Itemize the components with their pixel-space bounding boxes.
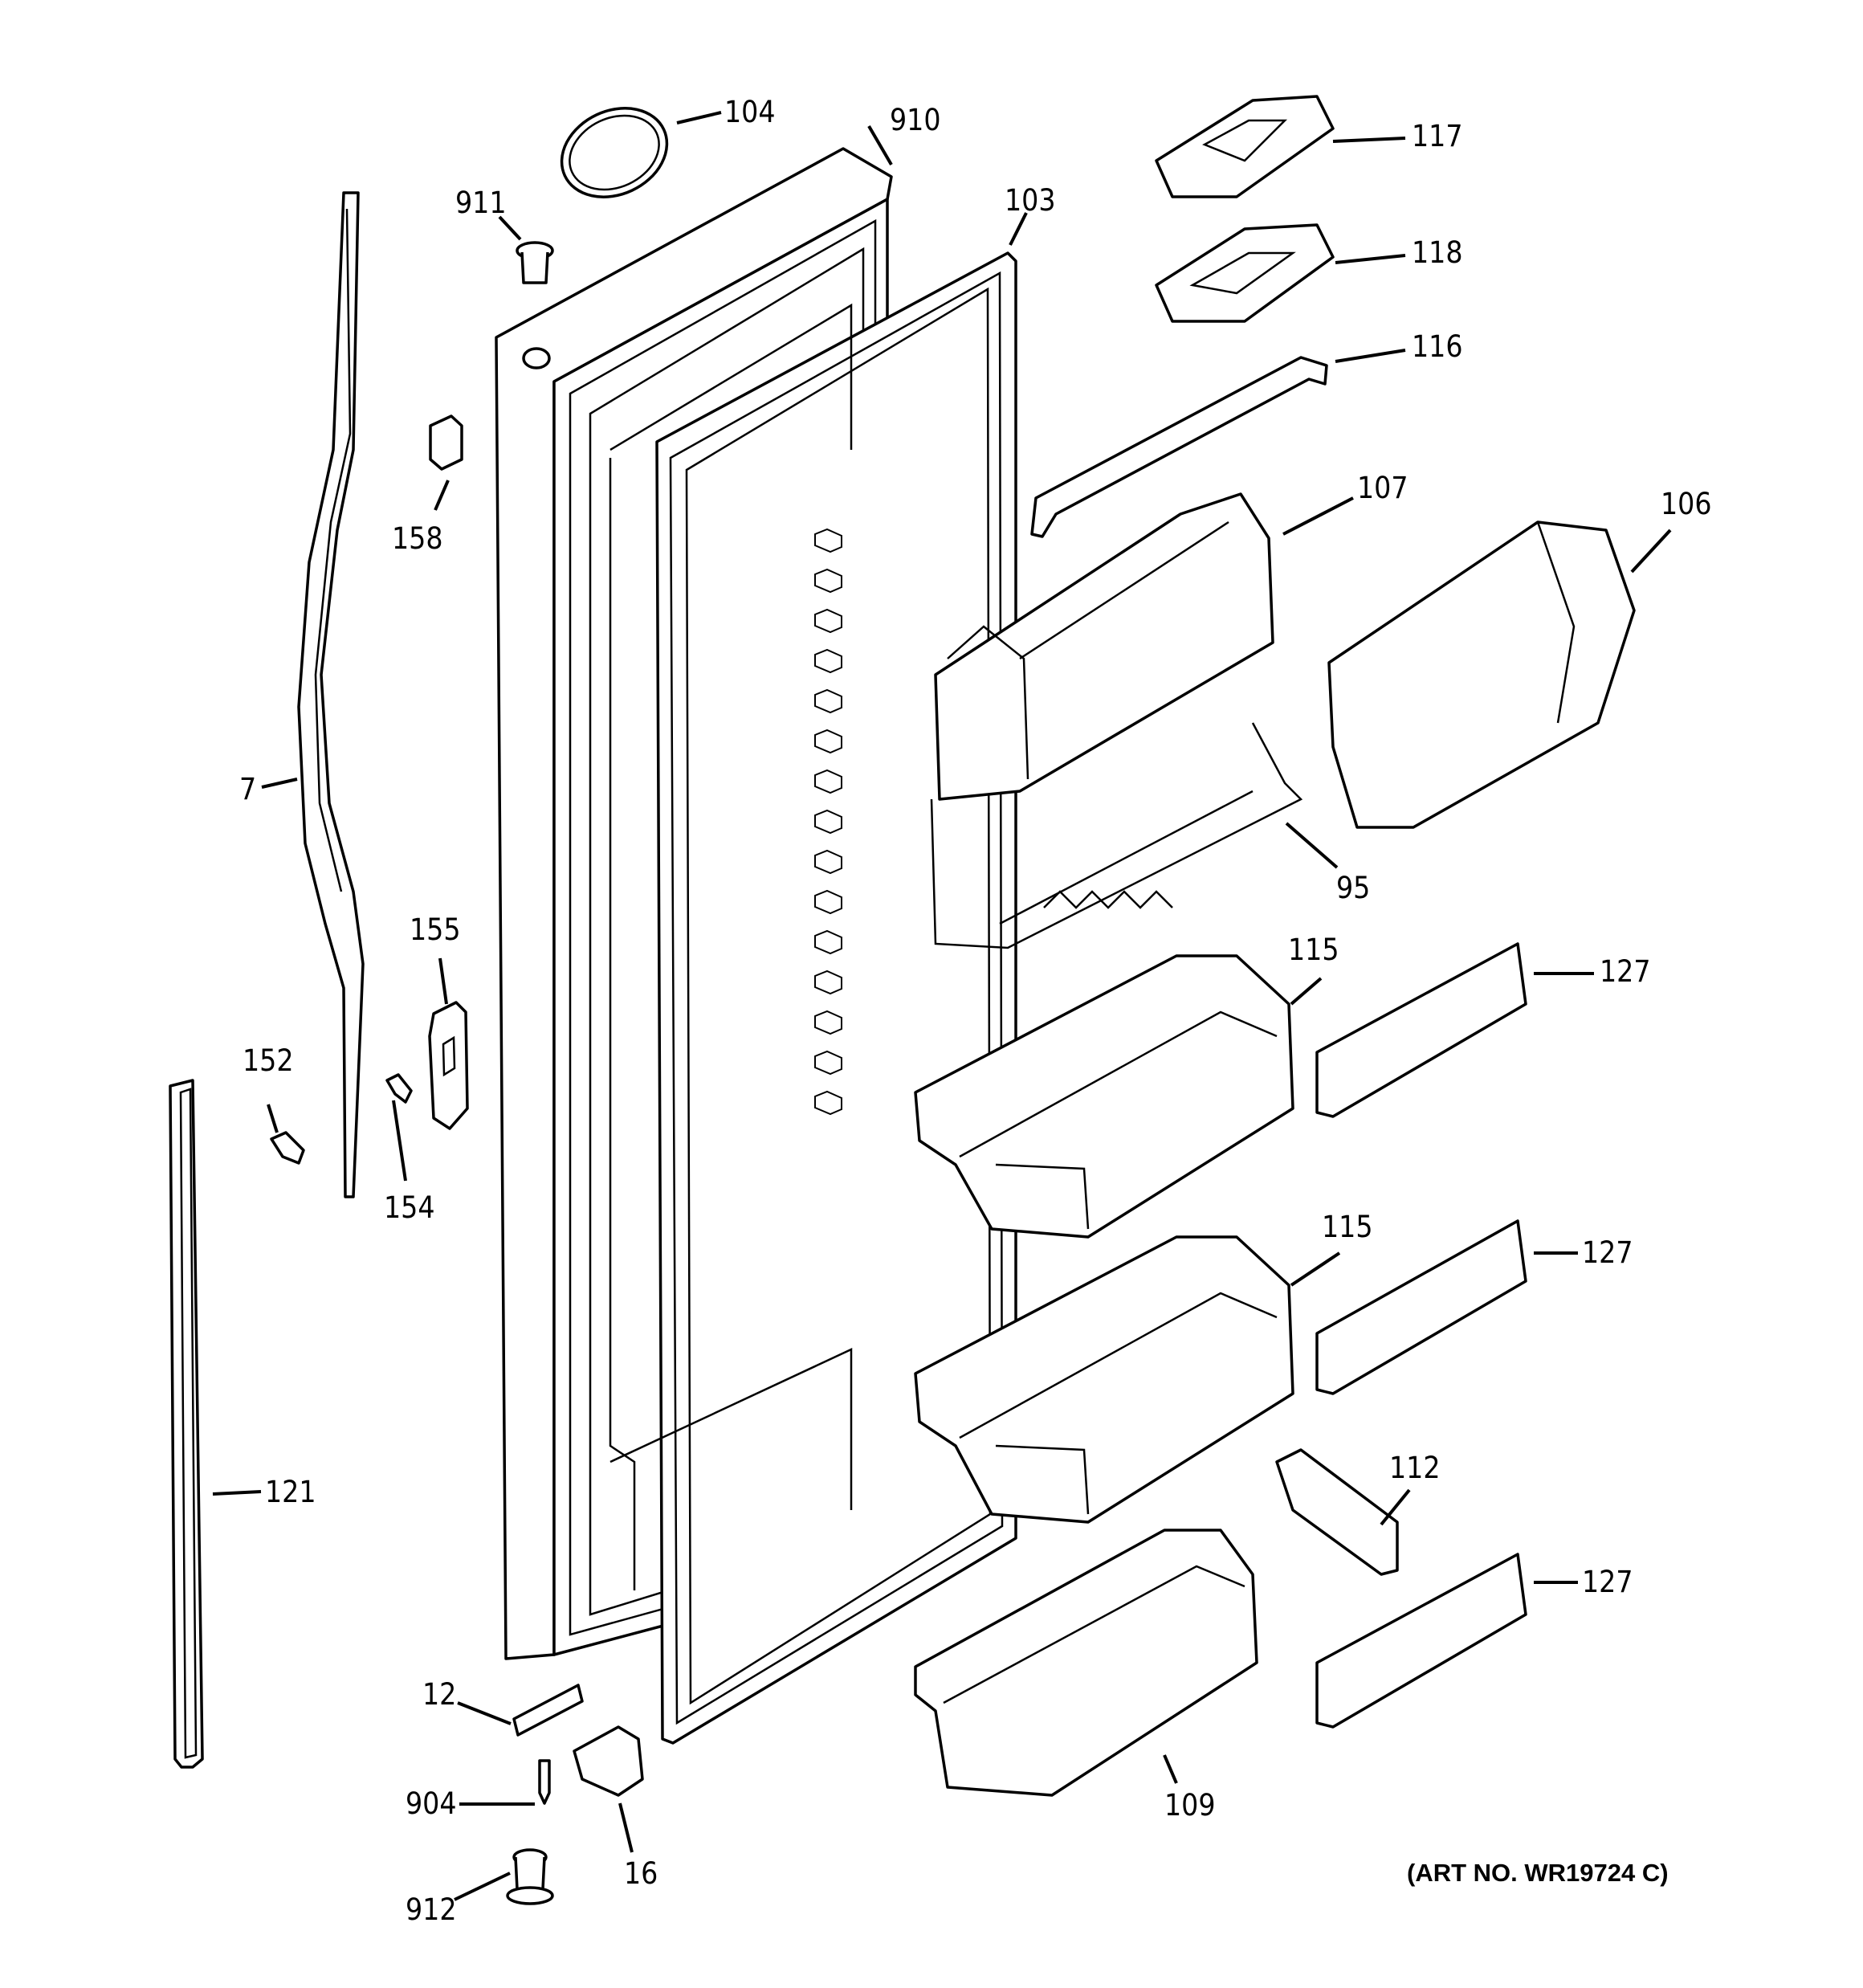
label-910: 910 — [890, 103, 941, 137]
part-107-bin — [934, 492, 1274, 801]
part-95-wire-shelf — [930, 722, 1303, 949]
part-152-screw — [270, 1131, 305, 1165]
part-911-bushing — [516, 241, 554, 284]
part-7-handle — [297, 191, 365, 1198]
part-106-cover — [1327, 520, 1636, 829]
label-158: 158 — [392, 521, 443, 556]
label-115a: 115 — [1288, 933, 1339, 967]
label-912: 912 — [406, 1892, 457, 1927]
label-118: 118 — [1412, 235, 1463, 270]
label-103: 103 — [1005, 183, 1056, 218]
part-121-strip — [169, 1079, 204, 1769]
part-154-screw — [385, 1073, 413, 1104]
label-121: 121 — [265, 1475, 316, 1509]
shelf-rail-slots — [814, 528, 842, 1116]
part-127-cover-b — [1315, 1219, 1527, 1395]
label-116: 116 — [1412, 329, 1463, 364]
part-155-bracket — [428, 1001, 469, 1130]
art-number: (ART NO. WR19724 C) — [1407, 1859, 1669, 1887]
part-115-bin-lower — [914, 1235, 1294, 1524]
label-115b: 115 — [1322, 1210, 1373, 1244]
part-104-ring — [560, 107, 669, 198]
label-117: 117 — [1412, 119, 1463, 153]
label-911: 911 — [455, 186, 507, 220]
label-127b: 127 — [1582, 1235, 1633, 1270]
label-154: 154 — [384, 1190, 435, 1225]
part-912-bushing — [506, 1848, 554, 1905]
part-158-clip — [429, 414, 463, 471]
label-904: 904 — [406, 1786, 457, 1821]
part-117-cover — [1155, 95, 1335, 198]
label-127c: 127 — [1582, 1565, 1633, 1599]
part-115-bin-upper — [914, 954, 1294, 1239]
label-16: 16 — [624, 1856, 658, 1891]
leader-lines — [212, 111, 1672, 1901]
part-12-plate — [512, 1684, 584, 1737]
part-118-tray — [1155, 223, 1335, 323]
part-labels: 104 910 911 103 117 118 116 158 107 106 … — [239, 95, 1712, 1927]
part-16-hinge — [573, 1725, 644, 1797]
label-7: 7 — [239, 772, 256, 806]
label-109: 109 — [1164, 1788, 1216, 1823]
part-109-bin — [914, 1529, 1258, 1797]
label-155: 155 — [410, 912, 461, 947]
part-103-door-gasket — [609, 251, 1017, 1745]
label-152: 152 — [243, 1043, 294, 1078]
part-112-bracket — [1275, 1448, 1399, 1576]
label-112: 112 — [1389, 1451, 1441, 1485]
part-127-cover-c — [1315, 1553, 1527, 1729]
label-107: 107 — [1357, 471, 1408, 505]
label-95: 95 — [1336, 871, 1370, 905]
part-904-screw — [538, 1759, 551, 1805]
part-127-cover-a — [1315, 942, 1527, 1118]
part-116-rail — [1030, 356, 1328, 538]
label-104: 104 — [724, 95, 776, 129]
label-12: 12 — [422, 1677, 456, 1712]
label-127a: 127 — [1600, 954, 1651, 989]
label-106: 106 — [1661, 487, 1712, 521]
